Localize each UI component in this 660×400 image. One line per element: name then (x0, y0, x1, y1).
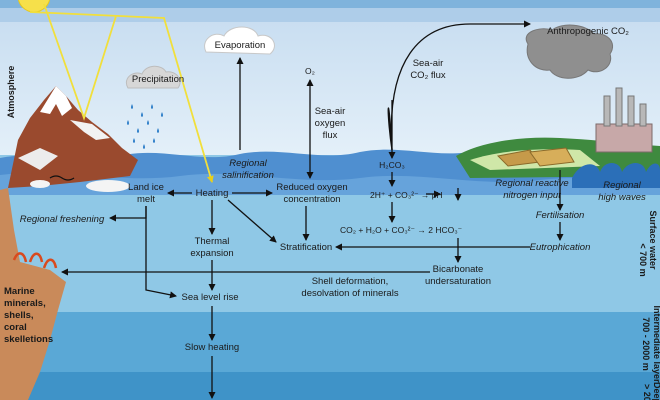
slow-heating-label: Slow heating (185, 342, 239, 353)
eutrophication-label: Eutrophication (530, 242, 591, 253)
thermal-expansion-line1: Thermal (195, 236, 230, 247)
bicarbonate-line2: undersaturation (425, 276, 491, 287)
carbonate-equilibrium: 2H⁺ + CO₃²⁻ → pH (370, 190, 443, 200)
stratification-label: Stratification (280, 242, 332, 253)
field-patch-2 (529, 147, 575, 167)
arrow-ice-to-sealevel (145, 206, 177, 299)
heating-label: Heating (196, 188, 229, 199)
regional-reactive-line2: nitrogen input (503, 190, 561, 201)
marine-minerals-line3: shells, (4, 310, 34, 321)
surface-depth-label: < 700 m (638, 243, 648, 276)
deep-depth-label: > 20 (642, 384, 652, 400)
arrow-heating-to-stratification (227, 199, 277, 243)
h2co3-label: H₂CO₃ (379, 160, 405, 170)
regional-freshening-label: Regional freshening (20, 214, 105, 225)
sea-air-co2-line2: CO₂ flux (410, 70, 446, 81)
sea-air-oxygen-line3: flux (323, 130, 338, 141)
sea-air-co2-line1: Sea-air (413, 58, 444, 69)
marine-minerals-line2: minerals, (4, 298, 46, 309)
arrows (61, 20, 564, 399)
marine-minerals-line4: coral (4, 322, 27, 333)
precipitation-label: Precipitation (132, 74, 184, 85)
top-band (0, 0, 660, 8)
arrow-co2-stem (387, 107, 393, 151)
surface-ripple (49, 175, 75, 181)
shell-deformation-line1: Shell deformation, (312, 276, 389, 287)
intermediate-zone (0, 312, 660, 372)
sea-level-rise-label: Sea level rise (181, 292, 238, 303)
snowcap (40, 86, 72, 116)
sea-air-oxygen-line2: oxygen (315, 118, 346, 129)
land-ice-melt-line2: melt (137, 194, 155, 205)
shell-deformation-line2: desolvation of minerals (301, 288, 398, 299)
evaporation-cloud-icon (204, 26, 275, 55)
fertilisation-label: Fertilisation (536, 210, 585, 221)
regional-high-waves-line2: high waves (598, 192, 646, 203)
intermediate-label: Intermediate layer (652, 305, 660, 383)
regional-high-waves-line1: Regional (603, 180, 641, 191)
snow-patch (70, 120, 110, 140)
rain-cloud-icon (126, 65, 181, 89)
coral-icon (12, 252, 58, 269)
ice-floe (86, 180, 130, 192)
surface-water-fill (0, 195, 660, 205)
co2-smoke-cloud-icon (525, 24, 614, 79)
sun-ray-1 (43, 3, 117, 121)
atmosphere-label: Atmosphere (6, 66, 16, 119)
regional-salinification-line1: Regional (229, 158, 267, 169)
marine-minerals-line1: Marine (4, 286, 35, 297)
intermediate-depth-label: 700 - 2000 m (641, 317, 651, 371)
factory-icon (595, 87, 653, 153)
evaporation-label: Evaporation (215, 40, 266, 51)
ice-patch (18, 148, 58, 170)
reduced-oxygen-line2: concentration (283, 194, 340, 205)
deep-label: Deep (652, 382, 660, 400)
thermal-expansion-line2: expansion (190, 248, 233, 259)
ice-floe-small (30, 180, 50, 188)
deep-zone (0, 372, 660, 400)
bicarbonate-line1: Bicarbonate (433, 264, 484, 275)
sea-air-oxygen-line1: Sea-air (315, 106, 346, 117)
regional-salinification-line2: salinification (222, 170, 274, 181)
surface-water-label: Surface water (648, 210, 658, 270)
rock-cliff (0, 188, 66, 400)
high-waves-icon (572, 163, 660, 188)
raindrops-icon (127, 104, 163, 149)
reduced-oxygen-line1: Reduced oxygen (276, 182, 347, 193)
o2-label: O₂ (305, 66, 315, 76)
marine-minerals-line5: skelletions (4, 334, 53, 345)
land-ice-melt-line1: Land ice (128, 182, 164, 193)
regional-reactive-line1: Regional reactive (495, 178, 568, 189)
sun-ray-2 (29, 11, 214, 183)
co2-equation-label: CO₂ + H₂O + CO₃²⁻ → 2 HCO₃⁻ (340, 225, 463, 235)
anthropogenic-co2-label: Anthropogenic CO₂ (547, 26, 629, 37)
